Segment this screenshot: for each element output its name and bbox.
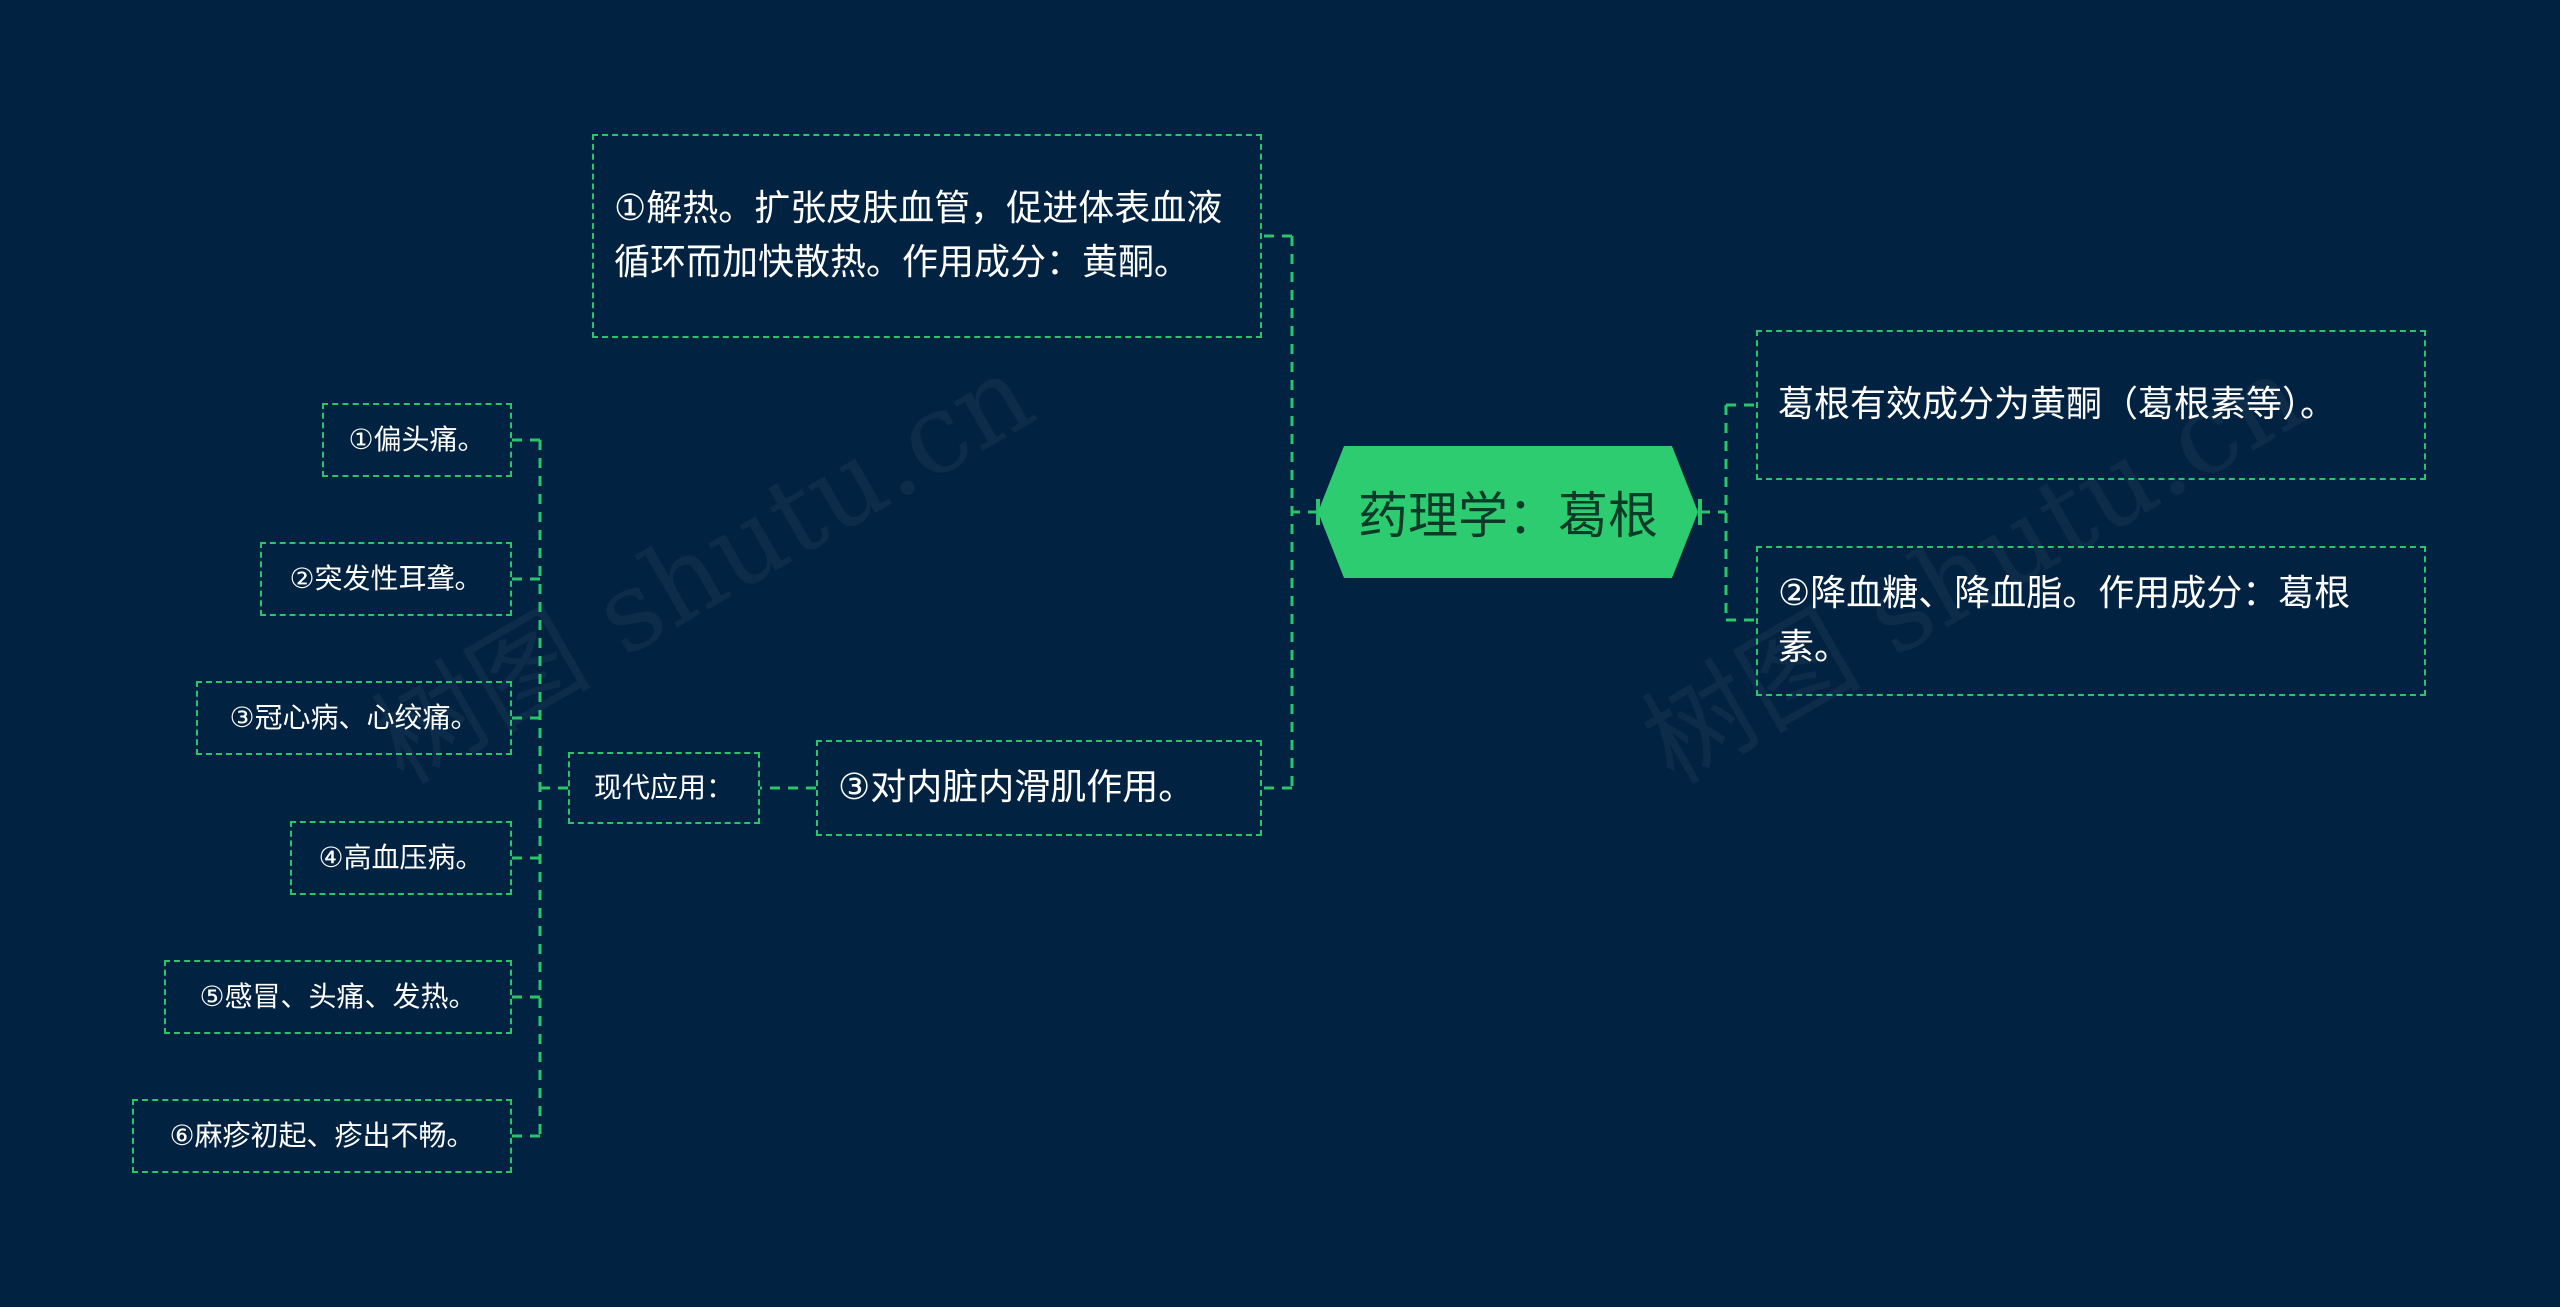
left-node-antipyretic[interactable]: ①解热。扩张皮肤血管，促进体表血液循环而加快散热。作用成分：黄酮。 bbox=[592, 134, 1262, 338]
root-node-shape bbox=[1318, 446, 1698, 578]
right-node-active-ingredient[interactable]: 葛根有效成分为黄酮（葛根素等）。 bbox=[1756, 330, 2426, 480]
root-node-label: 药理学：葛根 bbox=[1358, 487, 1658, 545]
leaf-node-text: ②突发性耳聋。 bbox=[289, 562, 483, 595]
leaf-node-measles[interactable]: ⑥麻疹初起、疹出不畅。 bbox=[132, 1099, 512, 1173]
leaf-node-cold[interactable]: ⑤感冒、头痛、发热。 bbox=[164, 960, 512, 1034]
leaf-node-deafness[interactable]: ②突发性耳聋。 bbox=[260, 542, 512, 616]
leaf-node-text: ③冠心病、心绞痛。 bbox=[229, 701, 479, 734]
left-node-text: ③对内脏内滑肌作用。 bbox=[838, 767, 1195, 808]
modern-application-label: 现代应用： bbox=[593, 771, 734, 804]
leaf-node-text: ①偏头痛。 bbox=[348, 423, 486, 456]
leaf-node-coronary[interactable]: ③冠心病、心绞痛。 bbox=[196, 681, 512, 755]
right-node-blood-sugar[interactable]: ②降血糖、降血脂。作用成分：葛根素。 bbox=[1756, 546, 2426, 696]
leaf-node-migraine[interactable]: ①偏头痛。 bbox=[322, 403, 512, 477]
left-node-text: ①解热。扩张皮肤血管，促进体表血液循环而加快散热。作用成分：黄酮。 bbox=[614, 188, 1223, 283]
right-node-text: 葛根有效成分为黄酮（葛根素等）。 bbox=[1778, 384, 2337, 425]
leaf-node-hypertension[interactable]: ④高血压病。 bbox=[290, 821, 512, 895]
right-node-text: ②降血糖、降血脂。作用成分：葛根素。 bbox=[1778, 573, 2351, 668]
leaf-node-text: ⑥麻疹初起、疹出不畅。 bbox=[169, 1119, 475, 1152]
left-node-smooth-muscle[interactable]: ③对内脏内滑肌作用。 bbox=[816, 740, 1262, 836]
root-node[interactable]: 药理学：葛根 bbox=[1318, 446, 1698, 578]
modern-application-node[interactable]: 现代应用： bbox=[568, 752, 760, 824]
leaf-node-text: ⑤感冒、头痛、发热。 bbox=[199, 980, 477, 1013]
leaf-node-text: ④高血压病。 bbox=[318, 841, 484, 874]
